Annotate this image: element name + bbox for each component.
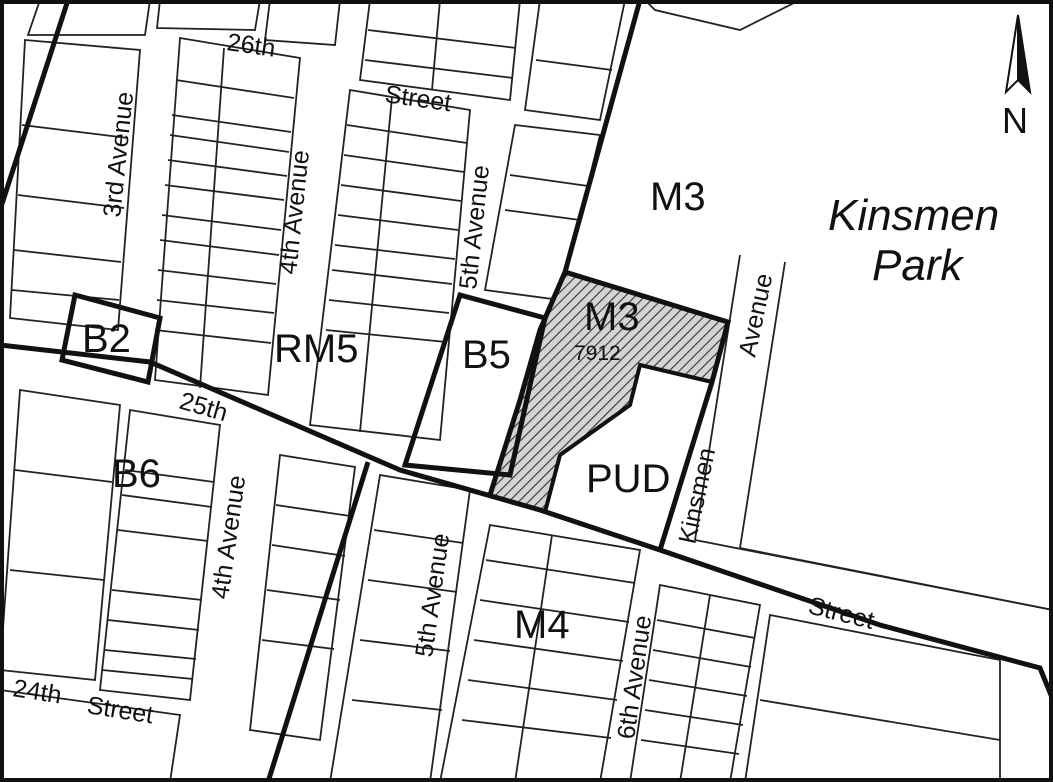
lot-lines-northwest bbox=[9, 0, 626, 441]
site-number-7912: 7912 bbox=[574, 342, 621, 365]
north-arrow-icon bbox=[1004, 14, 1032, 95]
zone-b5: B5 bbox=[462, 333, 511, 377]
park-name-line2: Park bbox=[872, 241, 964, 290]
park-name-line1: Kinsmen bbox=[828, 191, 999, 240]
label-26th: 26th bbox=[225, 28, 277, 63]
zone-b6: B6 bbox=[112, 452, 161, 496]
north-arrow-label: N bbox=[1002, 100, 1028, 141]
zone-rm5: RM5 bbox=[274, 327, 358, 371]
lot-lines-south bbox=[0, 388, 1001, 782]
zone-pud: PUD bbox=[586, 457, 670, 501]
zone-m4: M4 bbox=[514, 603, 570, 647]
zone-b2: B2 bbox=[82, 317, 131, 361]
kinsmen-avenue-lines bbox=[644, 0, 1053, 611]
zone-m3-north: M3 bbox=[650, 175, 706, 219]
zone-m3-site: M3 bbox=[584, 295, 640, 339]
